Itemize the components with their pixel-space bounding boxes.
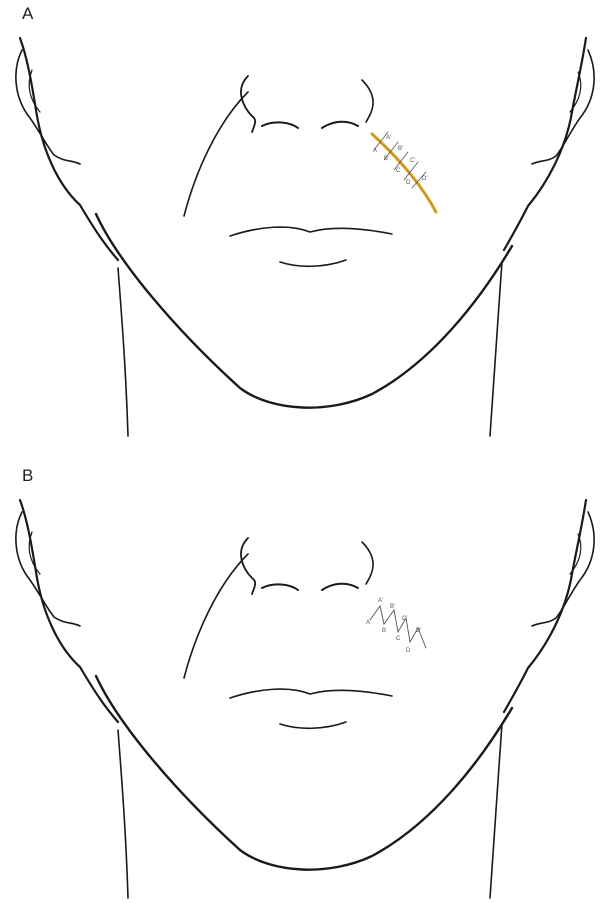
lower-lip xyxy=(280,722,346,728)
nasolabial-fold xyxy=(184,92,248,216)
marker-a: A xyxy=(366,620,370,626)
head-outline-right xyxy=(504,38,586,250)
nose-left xyxy=(241,76,255,132)
nostril-right xyxy=(322,122,358,128)
jaw xyxy=(96,676,512,870)
neck-right xyxy=(490,724,502,898)
marker-c-prime: C' xyxy=(410,158,415,164)
nose-right xyxy=(362,542,373,584)
nose-right xyxy=(362,80,373,122)
head-outline-right xyxy=(504,500,586,712)
panel-b: B A A' B B' C C' xyxy=(0,452,610,903)
jaw xyxy=(96,214,512,408)
lower-lip xyxy=(280,260,346,266)
neck-left xyxy=(118,268,128,436)
marker-c: C xyxy=(396,168,401,174)
marker-b-prime: B' xyxy=(390,604,395,610)
ear-right xyxy=(532,512,594,626)
marker-d-prime: D' xyxy=(416,628,421,634)
marker-d: D xyxy=(406,180,411,186)
nostril-left xyxy=(262,584,298,590)
marker-b: B xyxy=(382,628,386,634)
panel-a: A xyxy=(0,0,610,450)
marker-d-prime: D' xyxy=(422,176,427,182)
nasolabial-fold xyxy=(184,554,248,678)
marker-a-prime: A' xyxy=(386,135,391,141)
marker-d: D xyxy=(406,648,411,654)
marker-a: A xyxy=(373,148,377,154)
upper-lip xyxy=(230,689,392,698)
marker-b-prime: B' xyxy=(398,146,403,152)
nose-left xyxy=(241,538,255,594)
face-illustration-b: A A' B B' C C' D D' xyxy=(0,452,610,903)
marker-a-prime: A' xyxy=(378,598,383,604)
neck-left xyxy=(118,730,128,898)
face-illustration-a: A A' B B' C C' D D' xyxy=(0,0,610,450)
marker-c: C xyxy=(396,636,401,642)
marker-b: B xyxy=(384,156,388,162)
incision-line xyxy=(372,134,436,212)
marker-c-prime: C' xyxy=(402,616,407,622)
nostril-right xyxy=(322,584,358,590)
ear-right xyxy=(532,50,594,164)
upper-lip xyxy=(230,227,392,236)
ear-left xyxy=(16,512,80,626)
neck-right xyxy=(490,262,502,436)
ear-left xyxy=(16,50,80,164)
closure-markers-b: A A' B B' C C' D D' xyxy=(366,598,421,654)
nostril-left xyxy=(262,122,298,128)
